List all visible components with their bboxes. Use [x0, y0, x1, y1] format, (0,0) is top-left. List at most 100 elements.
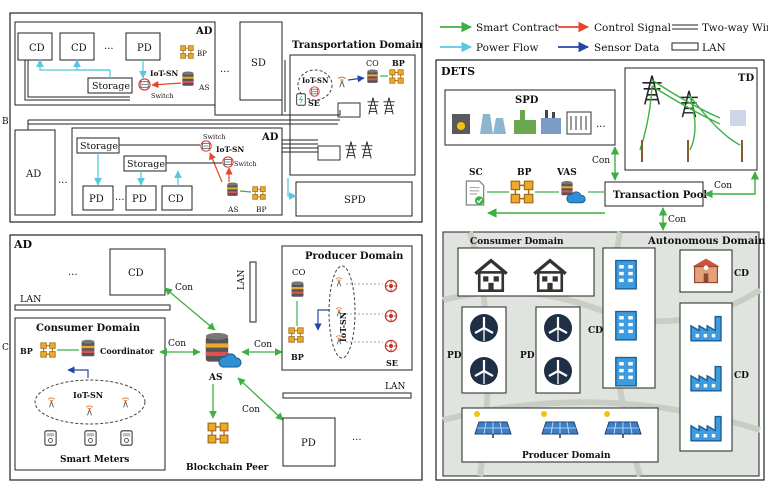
- switch-router-icon-a1: [138, 78, 151, 91]
- spd-box-right-label: SPD: [515, 95, 539, 106]
- vas-server-icon: [561, 180, 573, 196]
- as-label-a2: AS: [227, 205, 239, 214]
- td-label: TD: [738, 73, 754, 84]
- control-signal-legend-label: Control Signal: [594, 22, 672, 34]
- con-label-r2: Con: [714, 181, 732, 191]
- smart-contract-legend-label: Smart Contract: [476, 22, 559, 34]
- ad-box-2-label: AD: [261, 132, 279, 143]
- iot-sn-cluster-c: [34, 379, 146, 425]
- cd-label-r1: CD: [588, 326, 603, 336]
- iot-sn-cluster-producer: [328, 265, 356, 359]
- panel-bottom-left: C AD ... CD LAN Consumer Domain BP Coord…: [2, 234, 423, 481]
- storage-label-a3: Storage: [127, 159, 165, 170]
- coordinator-label: Coordinator: [100, 346, 155, 356]
- controller-icon-c: [291, 281, 304, 297]
- switch-router-icon-a3: [222, 156, 234, 168]
- pd-box-a2-label: PD: [89, 194, 104, 205]
- coordinator-icon: [81, 339, 95, 357]
- control-signal-a1: [151, 80, 182, 89]
- power-flow-a7: [287, 178, 297, 200]
- smart-contract-icon: [465, 180, 485, 206]
- legend: Smart Contract Control Signal Two-way Wi…: [440, 21, 768, 54]
- cd-label-r3: CD: [734, 371, 749, 381]
- con-label-r3: Con: [668, 215, 686, 225]
- lan-bar-c2: [249, 261, 257, 323]
- iot-sn-label-c: IoT-SN: [73, 390, 103, 400]
- con-label-c1: Con: [175, 283, 193, 293]
- as-label-c: AS: [208, 373, 222, 383]
- two-way-wire-legend-label: Two-way Wire: [702, 22, 768, 34]
- sensor-data-legend-label: Sensor Data: [594, 42, 659, 54]
- se-charger-icon-transport: [296, 93, 306, 106]
- bp-label-c1: BP: [20, 346, 33, 356]
- storage-label-a2: Storage: [80, 141, 118, 152]
- storage-element-icon-c1: [384, 279, 398, 293]
- building-icon-1: [615, 259, 637, 290]
- cd-label-r2: CD: [734, 269, 749, 279]
- spd-box-a-label: SPD: [344, 195, 366, 206]
- wind-turbine-icon-1: [469, 313, 499, 343]
- cd-box-a2-label: CD: [71, 43, 87, 54]
- storage-label-a1: Storage: [92, 81, 130, 92]
- bp-label-right: BP: [517, 168, 532, 178]
- blockchain-peer-label-c: Blockchain Peer: [186, 463, 269, 473]
- con-label-c4: Con: [242, 405, 260, 415]
- bp-label-c2: BP: [291, 352, 304, 362]
- lan-label-c1: LAN: [20, 294, 41, 305]
- sd-box-a: [239, 21, 283, 101]
- storage-element-icon-c2: [384, 309, 398, 323]
- pd-box-c-label: PD: [301, 438, 316, 449]
- iot-sn-label-a1: IoT-SN: [150, 69, 178, 78]
- wind-turbine-icon-2: [469, 356, 499, 386]
- controller-icon-transport: [367, 69, 378, 83]
- vas-label: VAS: [556, 168, 577, 178]
- as-label-a1: AS: [198, 83, 210, 92]
- co-label-transport: CO: [366, 59, 379, 68]
- smart-meter-icon-c1: [44, 430, 57, 446]
- power-flow-a2: [73, 59, 110, 71]
- ad-box-1-label: AD: [195, 26, 213, 37]
- cd-box-c: [109, 248, 166, 296]
- se-label-c: SE: [386, 358, 398, 368]
- sensor-data-transport: [347, 75, 365, 83]
- co-label-c: CO: [292, 268, 306, 278]
- power-flow-legend-label: Power Flow: [476, 42, 538, 54]
- sensor-data-c1: [67, 366, 89, 378]
- ellipsis-a1: ...: [104, 41, 114, 52]
- cd-box-a1-label: CD: [29, 43, 45, 54]
- aggregation-server-icon-a1: [182, 71, 194, 86]
- side-letter-b: B: [2, 117, 9, 127]
- bp-label-transport: BP: [392, 58, 405, 68]
- pd-box-a3: [125, 185, 157, 211]
- smart-meter-icon-c3: [120, 430, 133, 446]
- autonomous-domain-title: Autonomous Domain: [647, 236, 766, 247]
- ellipsis-a3: ...: [58, 175, 68, 186]
- pd-box-a2: [82, 185, 114, 211]
- pd-box-a1: [125, 32, 161, 61]
- iot-sn-label-producer: IoT-SN: [338, 312, 348, 342]
- wire-a1: [24, 60, 130, 101]
- transmission-towers: [639, 74, 746, 162]
- ad-box-left: [14, 129, 56, 216]
- substation-icon-a1: [337, 102, 361, 118]
- bp-label-a2: BP: [256, 205, 267, 214]
- lan-bar-c3: [282, 392, 412, 399]
- ellipsis-c1: ...: [68, 267, 78, 278]
- factory-box: [679, 302, 733, 452]
- cd-box-a3: [161, 185, 193, 211]
- smart-meter-icon-c2: [84, 430, 97, 446]
- con-label-c3: Con: [254, 340, 272, 350]
- sd-box-a-label: SD: [251, 58, 266, 69]
- lan-legend-label: LAN: [702, 42, 726, 54]
- se-label-transport: SE: [308, 98, 320, 108]
- producer-domain-c-title: Producer Domain: [305, 251, 404, 262]
- pd-label-r2: PD: [520, 351, 535, 361]
- contract-link-c2: [164, 287, 216, 331]
- spd-box-a: [295, 181, 413, 217]
- pd-box-a3-label: PD: [132, 194, 147, 205]
- storage-element-icon-c3: [384, 339, 398, 353]
- pd-box-c: [282, 417, 336, 467]
- consumer-domain-c-title: Consumer Domain: [36, 323, 141, 334]
- iot-sn-label-a2: IoT-SN: [216, 145, 244, 154]
